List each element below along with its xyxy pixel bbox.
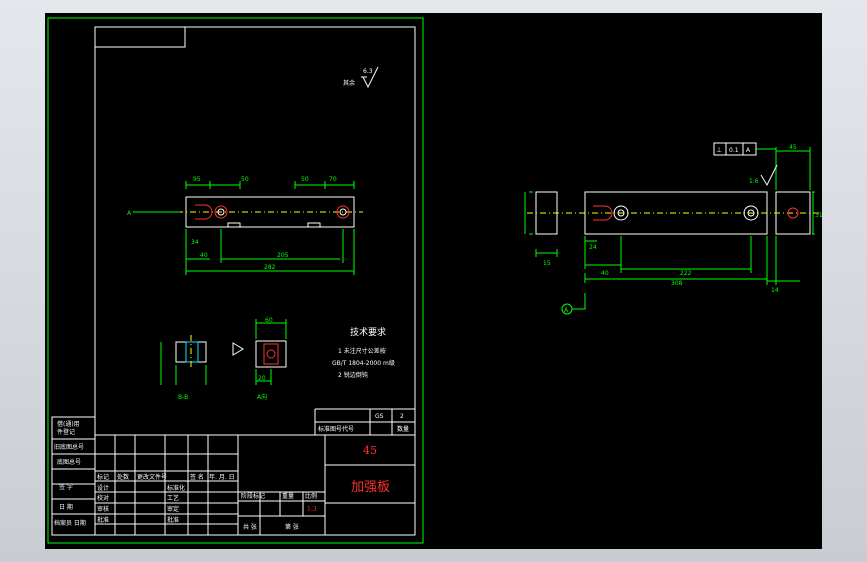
role2-2: 审定: [167, 505, 179, 513]
strip-text-0: 借(通)用: [57, 420, 80, 428]
rev-h-3: 签 名: [190, 473, 204, 481]
drawing-number-box: [94, 26, 186, 48]
role-0: 设计: [97, 484, 109, 492]
parts-table-qty: 2: [400, 413, 404, 420]
title-block: GS 2 标准图号代号 数量: [94, 408, 416, 536]
rev-h-4: 年. 月. 日: [209, 473, 235, 481]
dim-main-5: 40: [200, 252, 208, 259]
svg-text:20: 20: [258, 375, 266, 382]
role2-0: 标准化: [167, 484, 185, 492]
svg-text:B-B: B-B: [178, 394, 188, 401]
left-strip: 借(通)用 件登记 旧底图总号 底图总号 签 字 日 期 档案员 日期: [51, 416, 96, 536]
parts-table-header-code: 标准图号代号: [318, 425, 354, 433]
svg-text:2 锐边倒钝: 2 锐边倒钝: [338, 371, 368, 379]
dim-main-3: 70: [329, 176, 337, 183]
strip-text-4: 签 字: [59, 483, 73, 491]
sheet-inner-frame: [94, 26, 416, 536]
role-2: 审核: [97, 505, 109, 513]
tech-requirements: 技术要求 1 未注尺寸公差按 GB/T 1804-2000 m级 2 锐边倒钝: [332, 326, 395, 379]
svg-text:222: 222: [680, 270, 692, 277]
svg-text:GB/T 1804-2000 m级: GB/T 1804-2000 m级: [332, 359, 395, 367]
svg-text:其余: 其余: [343, 79, 355, 87]
svg-text:0.1: 0.1: [729, 147, 739, 154]
svg-text:45: 45: [789, 144, 797, 151]
stage-h-2: 比例: [305, 492, 317, 500]
right-detail: 40 222 308 14 45 31 24 15 1.6 ⊥ 0.1 A: [524, 142, 822, 315]
svg-text:15: 15: [543, 260, 551, 267]
strip-text-5: 日 期: [59, 503, 73, 511]
strip-text-2: 旧底图总号: [54, 443, 84, 451]
sheet-number: 第 张: [285, 523, 299, 531]
sheet-count: 共 张: [243, 523, 257, 531]
strip-text-6: 档案员 日期: [54, 519, 86, 527]
parts-table-header-qty: 数量: [397, 425, 409, 433]
role2-1: 工艺: [167, 494, 179, 502]
svg-text:24: 24: [589, 244, 597, 251]
dim-main-4: 34: [191, 239, 199, 246]
dim-main-7: 282: [264, 264, 276, 271]
main-view: 95 50 50 70 34 40 205 282 A: [127, 176, 363, 275]
svg-text:技术要求: 技术要求: [350, 326, 386, 338]
part-name-text: 加强板: [351, 480, 390, 495]
strip-text-3: 底图总号: [57, 458, 81, 466]
dim-main-1: 50: [241, 176, 249, 183]
role-1: 校对: [97, 494, 109, 502]
svg-text:1 未注尺寸公差按: 1 未注尺寸公差按: [338, 347, 386, 355]
drawing-canvas[interactable]: 借(通)用 件登记 旧底图总号 底图总号 签 字 日 期 档案员 日期 GS 2…: [45, 13, 822, 549]
svg-text:6.3: 6.3: [363, 68, 373, 75]
svg-text:14: 14: [771, 287, 779, 294]
role-3: 批准: [97, 516, 109, 524]
stage-h-1: 重量: [282, 492, 294, 500]
strip-text-1: 件登记: [57, 428, 75, 436]
section-mark-a: A: [127, 210, 132, 217]
svg-text:⊥: ⊥: [716, 146, 722, 154]
svg-text:40: 40: [601, 270, 609, 277]
dim-main-0: 95: [193, 176, 201, 183]
sheet-outer-border: [47, 17, 424, 544]
role2-3: 批准: [167, 516, 179, 524]
material-text: 45: [363, 444, 377, 457]
svg-text:1.6: 1.6: [749, 178, 759, 185]
roughness-symbol: 其余 6.3: [343, 66, 379, 89]
dim-main-6: 205: [277, 252, 289, 259]
svg-text:60: 60: [265, 317, 273, 324]
svg-text:31: 31: [815, 212, 822, 219]
scale-value: 1:3: [307, 506, 317, 513]
rev-h-0: 标记: [97, 473, 109, 481]
svg-text:A向: A向: [257, 393, 267, 401]
rev-h-1: 处数: [117, 473, 129, 481]
svg-text:A: A: [746, 147, 751, 154]
section-b-b: B-B: [160, 335, 207, 401]
rev-h-2: 更改文件号: [137, 473, 167, 481]
svg-text:308: 308: [671, 280, 683, 287]
view-a: 60 20 A向: [232, 317, 287, 401]
cad-drawing: 借(通)用 件登记 旧底图总号 底图总号 签 字 日 期 档案员 日期 GS 2…: [47, 17, 822, 544]
parts-table-code: GS: [375, 413, 384, 420]
svg-text:A: A: [564, 307, 569, 314]
stage-h-0: 阶段标记: [241, 492, 265, 500]
dim-main-2: 50: [301, 176, 309, 183]
